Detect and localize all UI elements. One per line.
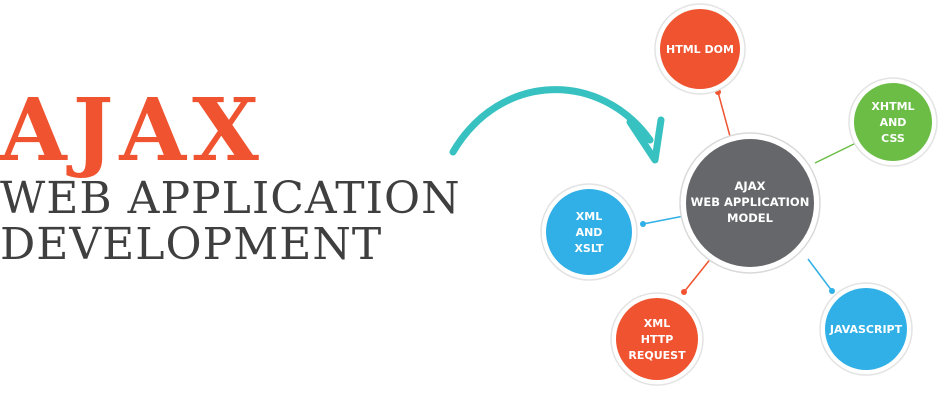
xml-http-line-3: REQUEST: [628, 349, 686, 362]
html-dom-label: HTML DOM: [666, 43, 734, 56]
title-ajax: AJAX: [0, 80, 265, 181]
node-html-dom: HTML DOM: [654, 3, 746, 95]
center-line-2: WEB APPLICATION: [691, 195, 810, 209]
xhtml-css-line-1: XHTML: [871, 100, 914, 113]
xml-xslt-line-3: XSLT: [574, 242, 604, 255]
node-javascript: JAVASCRIPT: [819, 282, 913, 376]
node-xml-http-request: XML HTTP REQUEST: [610, 292, 704, 386]
connector-xhtml-css: [814, 141, 859, 164]
xml-xslt-line-1: XML: [576, 210, 602, 223]
connector-xml-http: [683, 256, 713, 293]
node-xml-xslt: XML AND XSLT: [540, 183, 638, 281]
center-line-3: MODEL: [727, 211, 774, 225]
title-web-application: WEB APPLICATION: [0, 173, 461, 224]
node-xhtml-css: XHTML AND CSS: [848, 77, 938, 167]
title-development: DEVELOPMENT: [0, 219, 383, 270]
title-block: AJAX WEB APPLICATION DEVELOPMENT: [0, 86, 461, 268]
xhtml-css-line-3: CSS: [881, 132, 905, 145]
center-node: AJAX WEB APPLICATION MODEL: [679, 132, 821, 274]
xml-http-line-2: HTTP: [641, 333, 674, 346]
connector-html-dom: [717, 91, 732, 141]
center-line-1: AJAX: [735, 179, 766, 193]
connector-javascript: [807, 258, 833, 292]
xml-xslt-line-2: AND: [576, 226, 603, 239]
xml-http-line-1: XML: [644, 317, 670, 330]
xhtml-css-line-2: AND: [880, 116, 907, 129]
curved-arrow-icon: [449, 86, 665, 164]
javascript-label: JAVASCRIPT: [829, 323, 903, 336]
connector-xml-xslt: [642, 215, 685, 225]
